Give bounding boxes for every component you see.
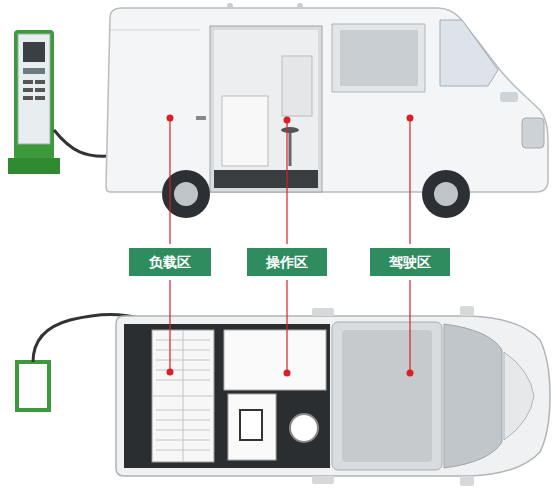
van-side-view: [106, 3, 548, 218]
zone-label: 负载区: [149, 254, 191, 271]
zone-label-box: 驾驶区: [370, 248, 450, 276]
zone-label: 操作区: [266, 254, 308, 271]
zone-label-box: 负载区: [129, 248, 211, 276]
zone-label-box: 操作区: [247, 248, 327, 276]
van-top-view: [116, 306, 550, 486]
zone-label: 驾驶区: [389, 254, 431, 271]
leader-lines: [167, 115, 414, 377]
charging-station: [8, 30, 118, 174]
